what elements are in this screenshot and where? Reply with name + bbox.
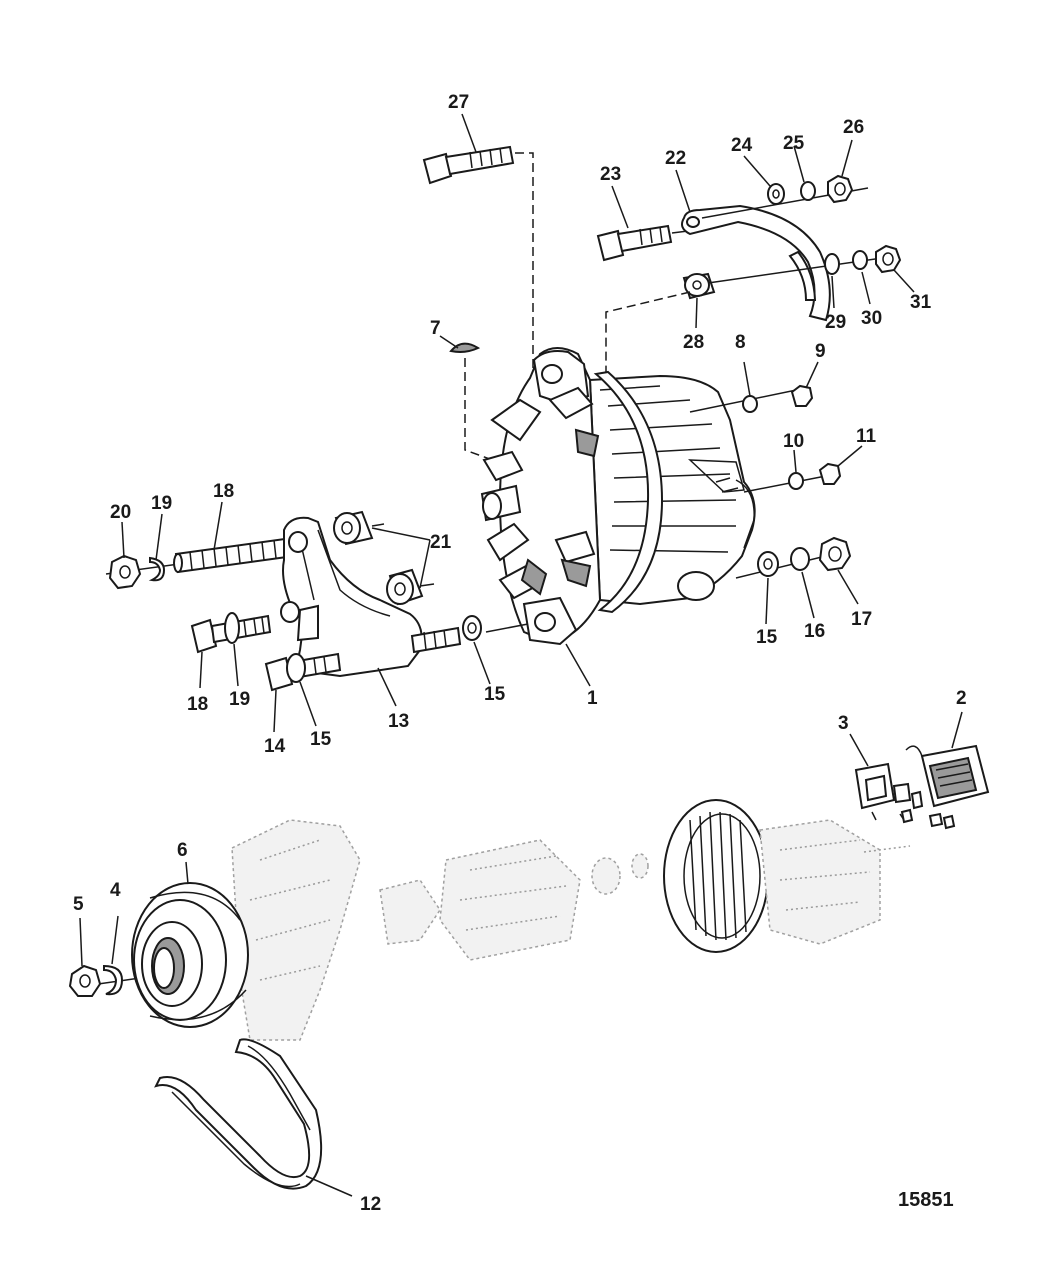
callout-4: 4 [110,880,121,901]
callout-28: 26 [843,117,864,138]
part-bolt-25 [596,224,673,262]
leader-lines [79,113,963,1197]
callout-1: 1 [587,688,598,709]
callout-3: 3 [838,713,849,734]
part-lockwasher-27 [800,181,816,201]
axis-13-1 [485,623,529,633]
callout-10: 10 [783,431,804,452]
part-nut-5 [68,964,102,997]
guide-7 [464,358,499,463]
callout-7: 7 [430,318,441,339]
callout-13: 13 [388,711,409,732]
callout-9: 9 [815,341,826,362]
callout-6: 6 [177,840,188,861]
callout-27: 25 [783,133,805,154]
part-nut-33 [875,244,902,274]
callout-21: 19 [151,493,172,514]
callout-26: 24 [731,135,753,156]
callout-32: 30 [861,308,882,329]
callout-25: 23 [600,164,621,185]
callout-2: 2 [956,688,967,709]
callout-14: 14 [264,736,286,757]
figure-number: 15851 [898,1189,954,1211]
part-spacer-30 [682,272,716,300]
part-washer-10 [788,472,804,490]
part-brush-holder-3 [854,762,912,821]
callout-31: 29 [825,312,846,333]
callout-11: 11 [856,426,877,447]
axis-23 [371,523,435,587]
part-washer-26 [767,183,785,205]
callout-18: 18 [187,694,208,715]
part-bolt-29 [422,145,515,185]
part-stud-20 [173,536,296,574]
part-washer-15a [286,653,306,683]
callout-22: 20 [110,502,131,523]
part-bracket-24 [681,204,831,322]
part-nut-17 [818,536,852,572]
part-washer-15c [757,551,779,577]
part-spacer-23a [333,510,374,546]
callout-16: 16 [804,621,825,642]
callout-29: 27 [448,92,469,113]
callout-23: 21 [430,532,452,553]
part-bracket-13 [280,516,462,678]
part-washer-31 [824,253,840,275]
callout-20: 18 [213,481,234,502]
part-nut-11 [818,462,842,485]
part-lockwasher-16 [790,547,810,571]
part-spacer-23b [386,568,424,606]
part-nut-28 [827,174,854,204]
part-washer-8 [742,395,758,413]
part-key-7 [449,342,481,353]
callout-17: 17 [851,609,872,630]
part-alternator-1 [480,347,756,646]
part-nut-22 [108,554,142,590]
callout-24: 22 [665,148,686,169]
guide-29 [515,152,534,372]
part-bolt-18 [190,614,272,654]
callout-15-left: 15 [310,729,332,750]
callout-15-middle: 15 [484,684,506,705]
part-lockwasher-4 [103,964,124,996]
part-pulley-6 [131,882,249,1028]
part-regulator-2 [900,744,990,830]
part-belt-12 [154,1038,323,1190]
part-washer-15b [462,615,482,641]
callout-30: 28 [683,332,704,353]
ghosted-internal-parts [231,799,911,1041]
guide-30 [605,291,691,374]
callout-5: 5 [73,894,84,915]
part-lockwasher-32 [852,250,868,270]
part-nut-9 [790,384,814,407]
part-washer-19 [224,612,240,644]
callout-33: 31 [910,292,932,313]
axis-15-17 [735,553,835,579]
callout-19: 19 [229,689,250,710]
part-lockwasher-21 [148,556,166,582]
callout-8: 8 [735,332,746,353]
callout-12: 12 [360,1194,381,1215]
callout-15-right: 15 [756,627,778,648]
